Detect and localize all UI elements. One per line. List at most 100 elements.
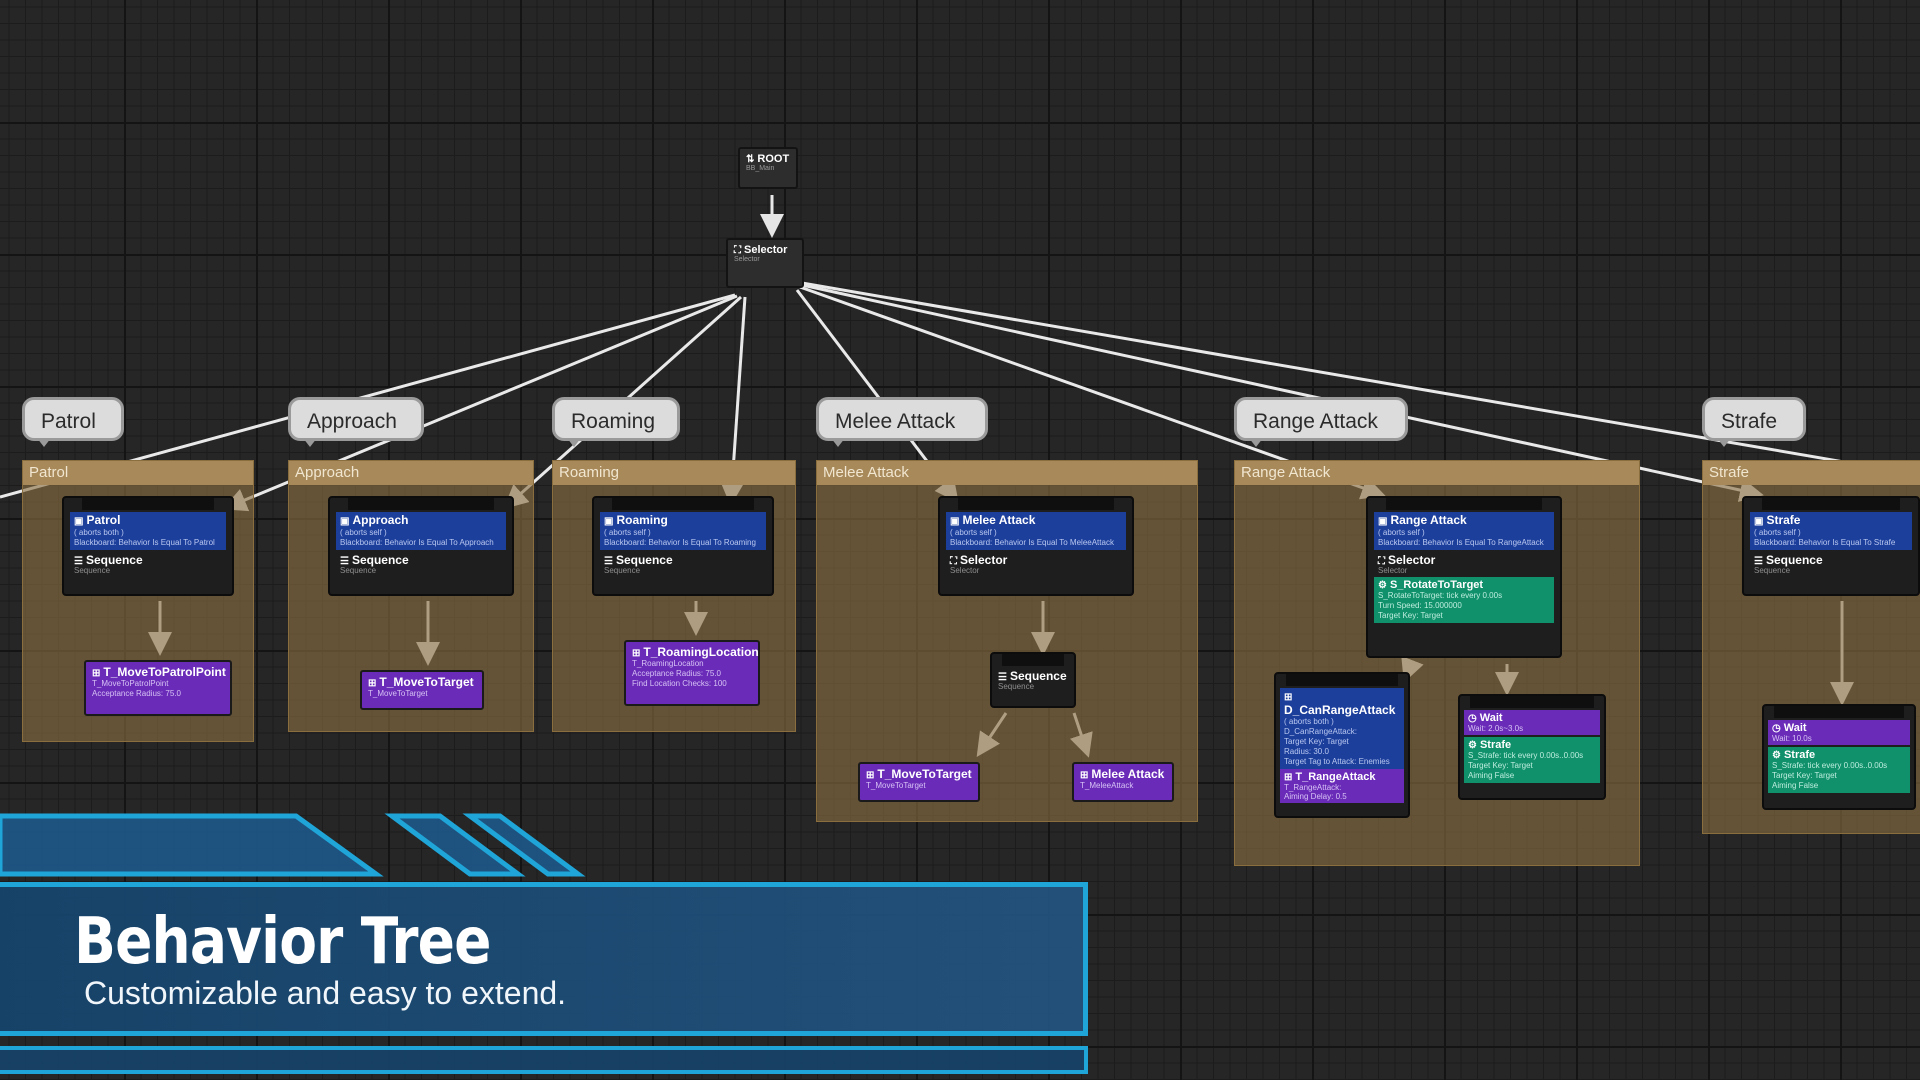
task-wait[interactable]: ◷Wait Wait: 10.0s: [1768, 720, 1910, 745]
comment-bubble-patrol[interactable]: Patrol: [22, 397, 124, 447]
decorator-can-range-attack[interactable]: ⊞D_CanRangeAttack ( aborts both ) D_CanR…: [1280, 688, 1404, 769]
decorator-title: Patrol: [86, 513, 121, 527]
decorator-condition: Blackboard: Behavior Is Equal To RangeAt…: [1378, 538, 1544, 547]
decorator-abort: ( aborts self ): [1754, 528, 1801, 537]
task-sub: Wait: 10.0s: [1772, 734, 1812, 743]
task-range-attack[interactable]: ⊞T_RangeAttack T_RangeAttack: Aiming Del…: [1280, 769, 1404, 803]
composite-sub: Selector: [1378, 566, 1408, 575]
task-move-to-target[interactable]: ⊞T_MoveToTarget T_MoveToTarget: [360, 670, 484, 710]
root-node[interactable]: ⇅ROOT BB_Main: [738, 147, 798, 189]
selector-icon: ⛶: [734, 245, 741, 256]
composite-node-patrol[interactable]: ▣Patrol ( aborts both ) Blackboard: Beha…: [62, 496, 234, 596]
composite-node-strafe[interactable]: ▣Strafe ( aborts self ) Blackboard: Beha…: [1742, 496, 1920, 596]
sequence-sub: Sequence: [998, 682, 1035, 691]
decorator-abort: ( aborts self ): [1378, 528, 1425, 537]
composite-node-range-attack[interactable]: ▣Range Attack ( aborts self ) Blackboard…: [1366, 496, 1562, 658]
composite-sub: Sequence: [604, 566, 641, 575]
task-melee-attack[interactable]: ⊞Melee Attack T_MeleeAttack: [1072, 762, 1174, 802]
service-strafe[interactable]: ⚙Strafe S_Strafe: tick every 0.00s..0.00…: [1464, 737, 1600, 783]
task-title: T_MoveToPatrolPoint: [103, 665, 226, 679]
comment-bubble-approach[interactable]: Approach: [288, 397, 424, 447]
task-title: Wait: [1783, 722, 1807, 734]
decorator-title: Approach: [352, 513, 409, 527]
composite-sub: Sequence: [74, 566, 111, 575]
decorator-abort: ( aborts self ): [950, 528, 997, 537]
service-icon: ⚙: [1468, 740, 1477, 751]
service-detail: Aiming False: [1468, 771, 1515, 780]
task-icon: ⊞: [368, 678, 377, 689]
sequence-node-melee[interactable]: ☰Sequence Sequence: [990, 652, 1076, 708]
blackboard-icon: ▣: [340, 516, 350, 527]
task-sub: T_MoveToTarget: [368, 689, 428, 698]
task-move-to-patrol-point[interactable]: ⊞T_MoveToPatrolPoint T_MoveToPatrolPoint…: [84, 660, 232, 716]
selector-node[interactable]: ⛶Selector Selector: [726, 238, 804, 288]
service-title: Strafe: [1783, 749, 1816, 761]
decorator-abort: ( aborts both ): [1284, 717, 1334, 726]
service-detail: Turn Speed: 15.000000: [1378, 601, 1462, 610]
service-strafe[interactable]: ⚙Strafe S_Strafe: tick every 0.00s..0.00…: [1768, 747, 1910, 793]
decorator-range-attack[interactable]: ▣Range Attack ( aborts self ) Blackboard…: [1374, 512, 1554, 550]
selector-label: Selector: [744, 244, 788, 256]
decorator-title: Melee Attack: [962, 513, 1036, 527]
range-attack-branch-node[interactable]: ⊞D_CanRangeAttack ( aborts both ) D_CanR…: [1274, 672, 1410, 818]
task-detail: Aiming Delay: 0.5: [1284, 792, 1347, 801]
comment-title: Approach: [289, 461, 533, 485]
task-icon: ⊞: [1284, 772, 1293, 783]
task-icon: ⊞: [1080, 770, 1089, 781]
decorator-approach[interactable]: ▣Approach ( aborts self ) Blackboard: Be…: [336, 512, 506, 550]
decorator-melee-attack[interactable]: ▣Melee Attack ( aborts self ) Blackboard…: [946, 512, 1126, 550]
comment-title: Strafe: [1703, 461, 1920, 485]
comment-title: Patrol: [23, 461, 253, 485]
blackboard-icon: ▣: [1378, 516, 1388, 527]
decorator-patrol[interactable]: ▣Patrol ( aborts both ) Blackboard: Beha…: [70, 512, 226, 550]
task-sub: T_RangeAttack:: [1284, 783, 1342, 792]
decorator-roaming[interactable]: ▣Roaming ( aborts self ) Blackboard: Beh…: [600, 512, 766, 550]
service-detail: Target Key: Target: [1772, 771, 1837, 780]
wire-range: [799, 285, 1386, 500]
wire-strafe: [801, 283, 1764, 502]
overlay-subtitle: Customizable and easy to extend.: [84, 975, 567, 1011]
decorator-strafe[interactable]: ▣Strafe ( aborts self ) Blackboard: Beha…: [1750, 512, 1912, 550]
comment-title: Melee Attack: [817, 461, 1197, 485]
sequence-icon: ☰: [74, 556, 83, 567]
task-melee-move-to-target[interactable]: ⊞T_MoveToTarget T_MoveToTarget: [858, 762, 980, 802]
task-title: T_MoveToTarget: [379, 675, 474, 689]
blackboard-icon: ▣: [604, 516, 614, 527]
decorator-abort: ( aborts both ): [74, 528, 124, 537]
service-rotate-to-target[interactable]: ⚙S_RotateToTarget S_RotateToTarget: tick…: [1374, 577, 1554, 623]
task-sub: Wait: 2.0s~3.0s: [1468, 724, 1524, 733]
task-detail: Acceptance Radius: 75.0: [92, 689, 181, 698]
composite-sub: Selector: [950, 566, 980, 575]
composite-node-roaming[interactable]: ▣Roaming ( aborts self ) Blackboard: Beh…: [592, 496, 774, 596]
composite-sub: Sequence: [340, 566, 377, 575]
comment-bubble-roaming[interactable]: Roaming: [552, 397, 680, 447]
bubble-label: Roaming: [571, 410, 656, 433]
service-icon: ⚙: [1378, 580, 1387, 591]
task-title: Melee Attack: [1091, 767, 1165, 781]
composite-title: Selector: [1388, 553, 1436, 567]
task-roaming-location[interactable]: ⊞T_RoamingLocation T_RoamingLocation Acc…: [624, 640, 760, 706]
comment-bubble-melee-attack[interactable]: Melee Attack: [816, 397, 988, 447]
comment-bubble-strafe[interactable]: Strafe: [1702, 397, 1806, 447]
composite-title: Sequence: [351, 553, 409, 567]
decorator-detail: Target Tag to Attack: Enemies: [1284, 757, 1390, 766]
task-wait[interactable]: ◷Wait Wait: 2.0s~3.0s: [1464, 710, 1600, 735]
comment-bubble-range-attack[interactable]: Range Attack: [1234, 397, 1408, 447]
task-detail: Acceptance Radius: 75.0: [632, 669, 721, 678]
composite-node-melee-attack[interactable]: ▣Melee Attack ( aborts self ) Blackboard…: [938, 496, 1134, 596]
sequence-icon: ☰: [604, 556, 613, 567]
strafe-wait-node[interactable]: ◷Wait Wait: 10.0s ⚙Strafe S_Strafe: tick…: [1762, 704, 1916, 810]
comment-title: Roaming: [553, 461, 795, 485]
selector-sub: Selector: [734, 256, 760, 263]
decorator-sub: D_CanRangeAttack:: [1284, 727, 1357, 736]
sequence-title: Sequence: [1009, 669, 1067, 683]
blackboard-icon: ▣: [74, 516, 84, 527]
task-icon: ⊞: [632, 648, 641, 659]
composite-node-approach[interactable]: ▣Approach ( aborts self ) Blackboard: Be…: [328, 496, 514, 596]
decorator-abort: ( aborts self ): [340, 528, 387, 537]
range-attack-wait-node[interactable]: ◷Wait Wait: 2.0s~3.0s ⚙Strafe S_Strafe: …: [1458, 694, 1606, 800]
task-title: T_MoveToTarget: [877, 767, 972, 781]
service-title: S_RotateToTarget: [1389, 579, 1484, 591]
composite-sub: Sequence: [1754, 566, 1791, 575]
service-sub: S_RotateToTarget: tick every 0.00s: [1378, 591, 1503, 600]
